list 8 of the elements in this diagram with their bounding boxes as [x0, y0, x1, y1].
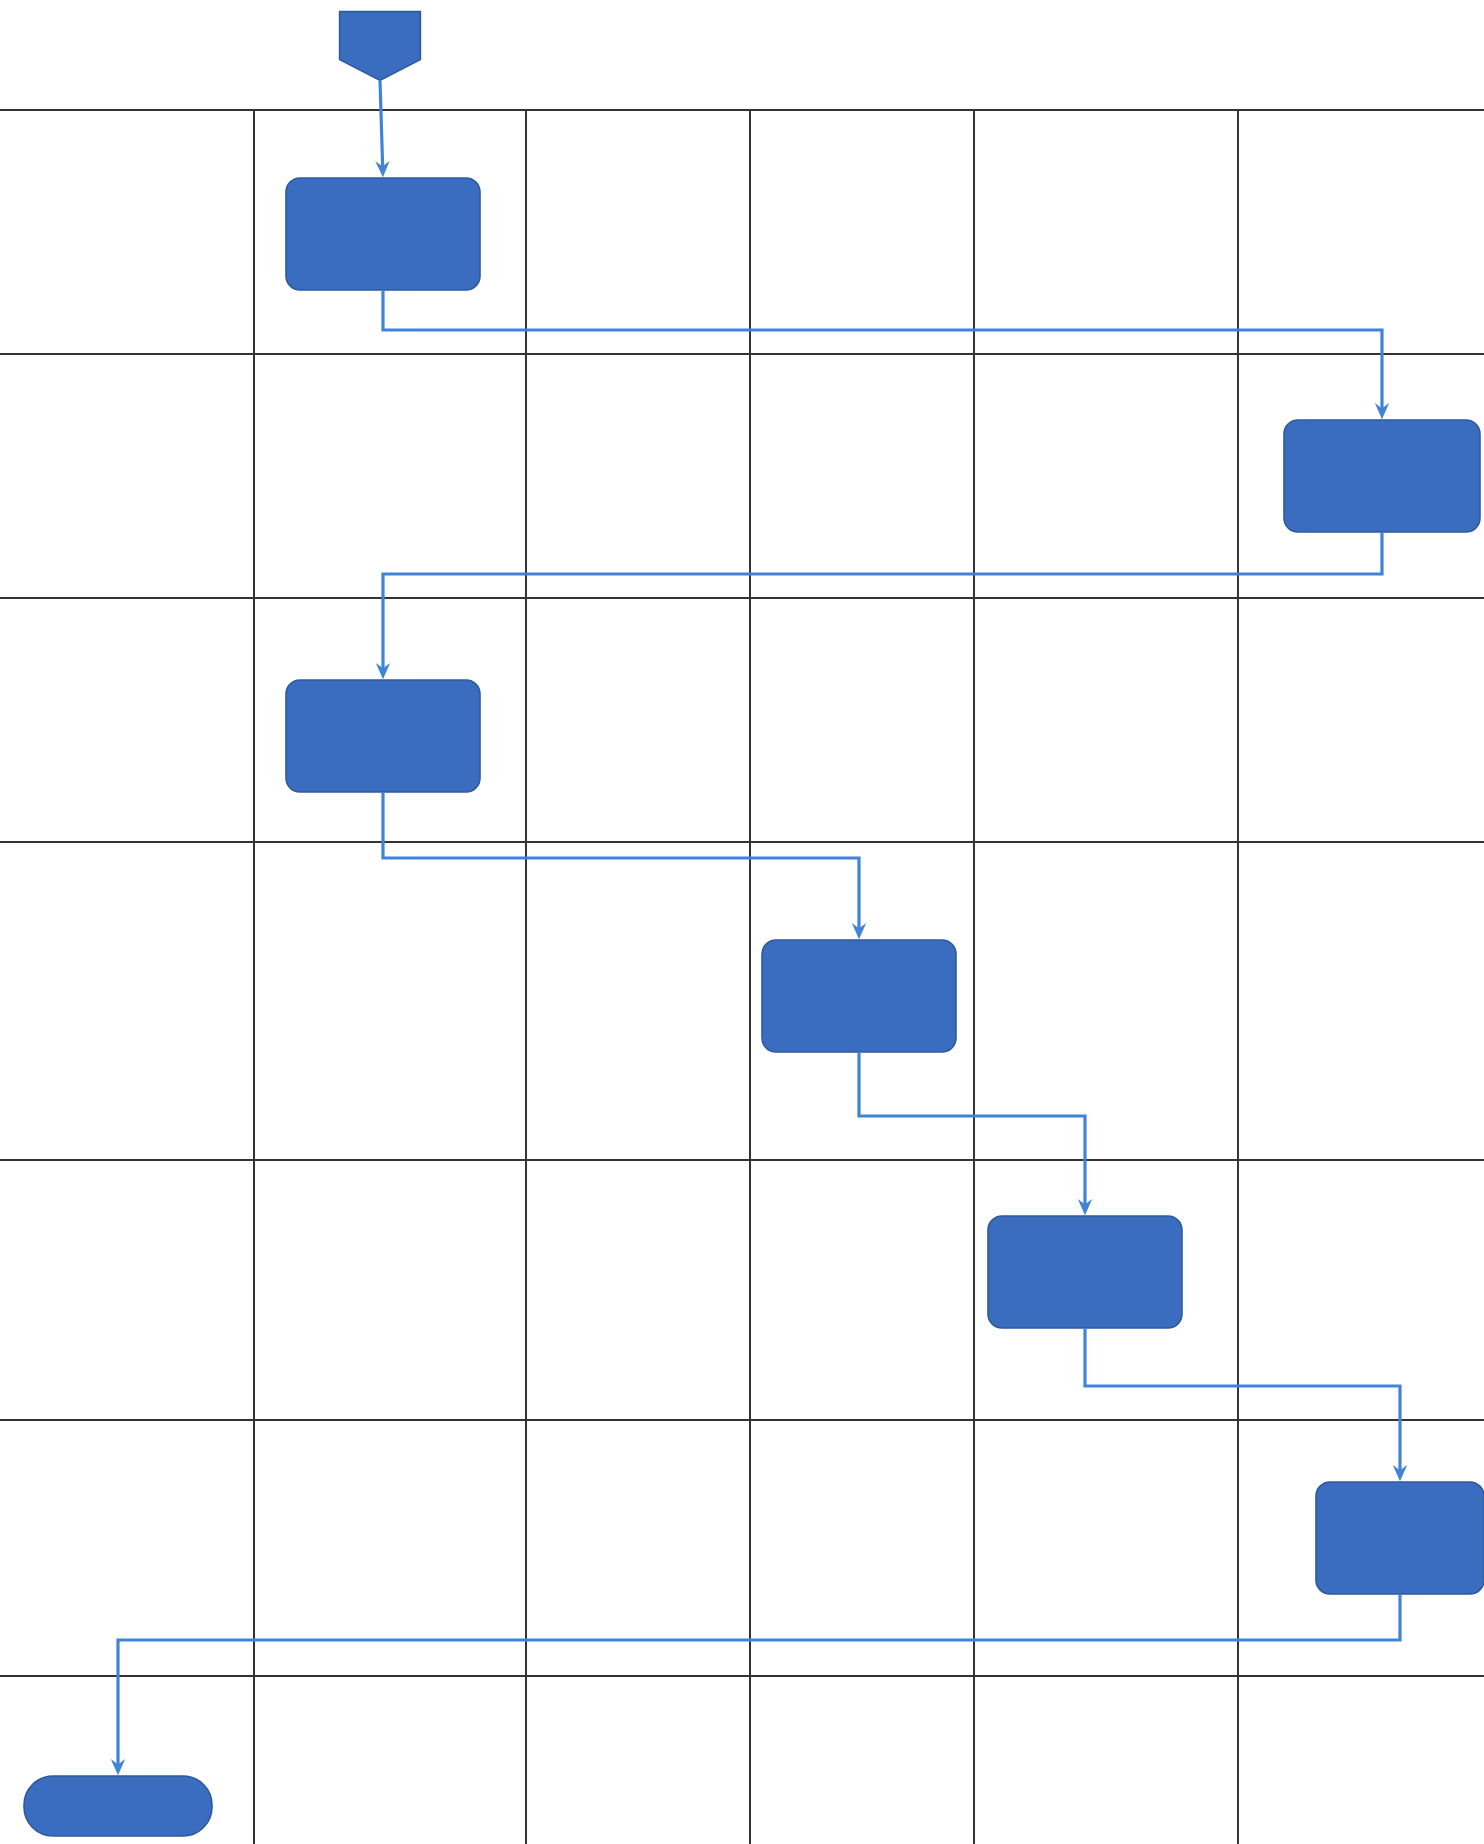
start-connector	[338, 10, 422, 82]
end-terminator	[23, 1775, 213, 1837]
process-box	[987, 1215, 1183, 1329]
process-box	[285, 177, 481, 291]
process-box	[1315, 1481, 1484, 1595]
process-box	[285, 679, 481, 793]
process-box	[1283, 419, 1481, 533]
process-box	[761, 939, 957, 1053]
